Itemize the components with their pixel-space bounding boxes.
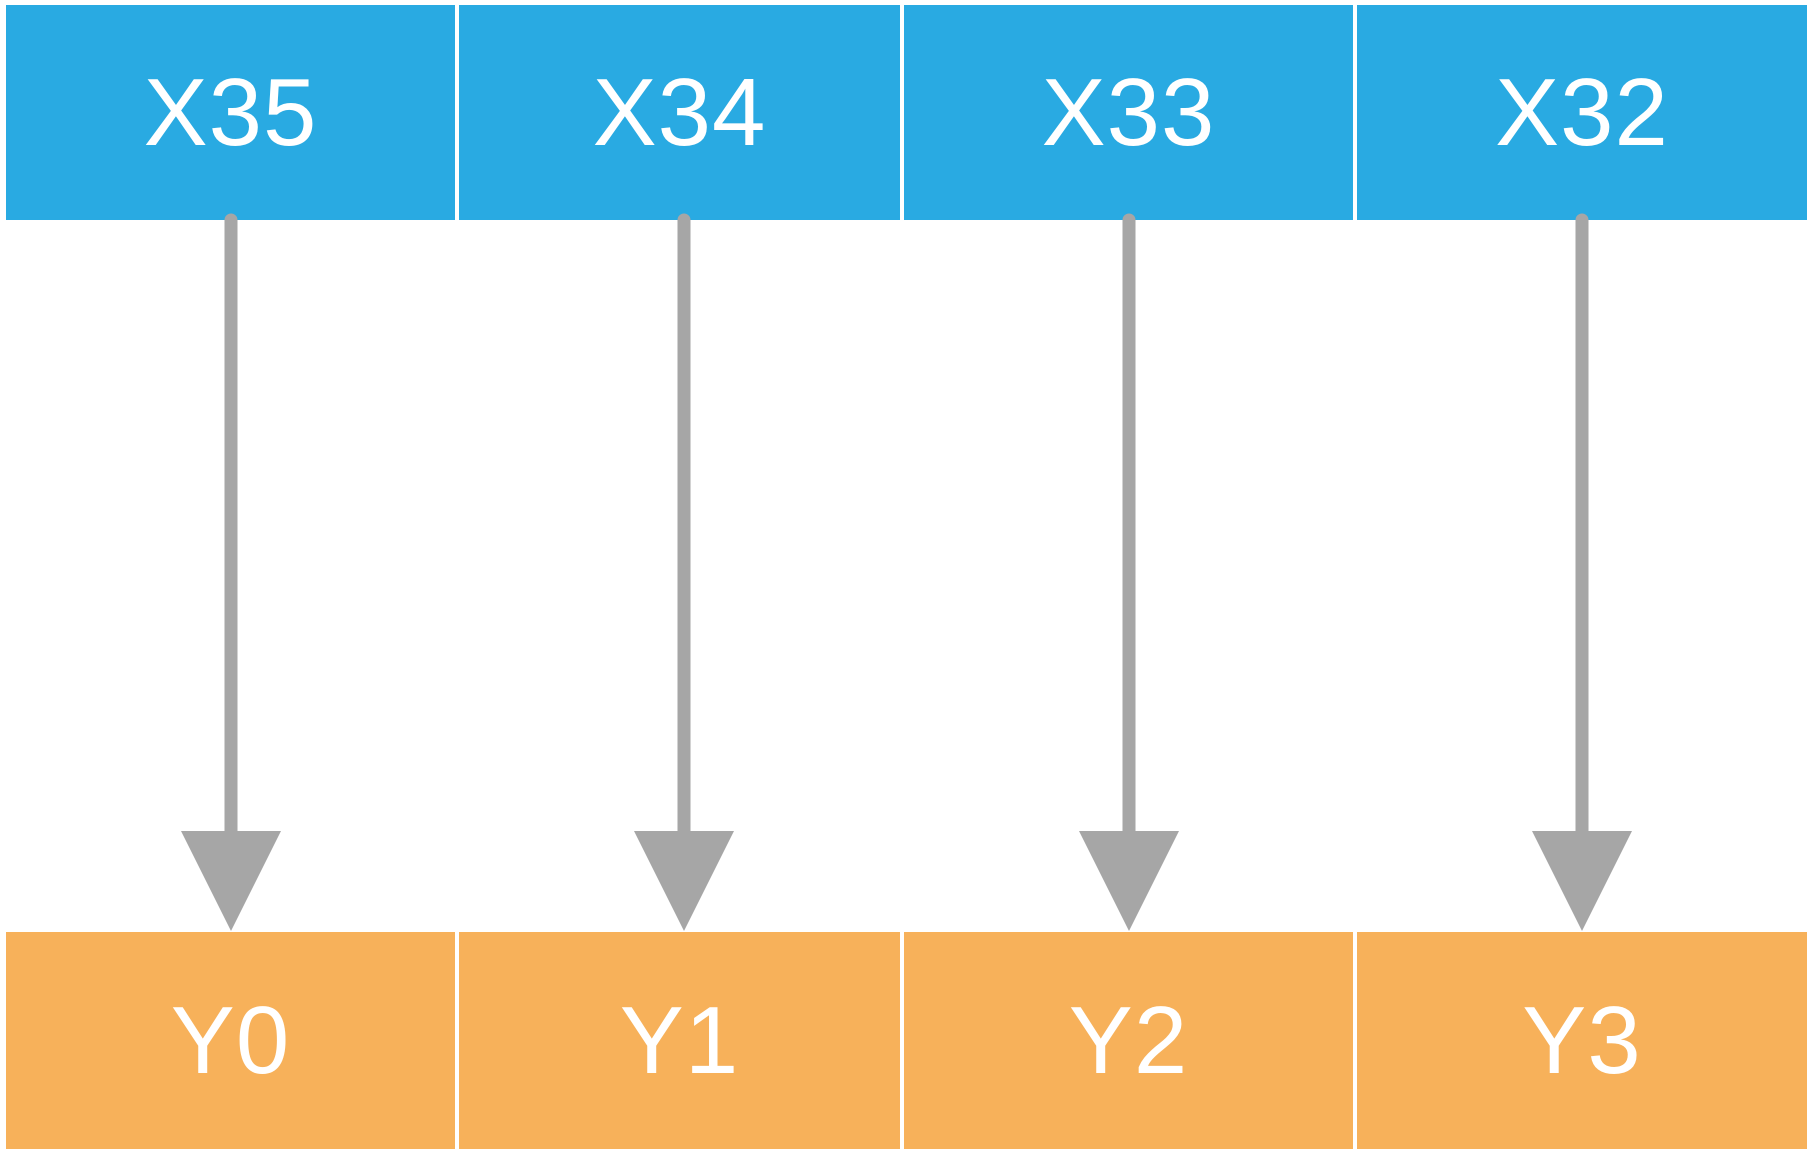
input-cell-x34: X34 <box>459 5 900 220</box>
input-cell-x33: X33 <box>904 5 1353 220</box>
input-label: X34 <box>592 58 767 166</box>
arrow-head <box>634 831 734 931</box>
arrow-head <box>1532 831 1632 931</box>
arrow-head <box>181 831 281 931</box>
input-cell-x35: X35 <box>6 5 455 220</box>
output-cell-y0: Y0 <box>6 932 455 1149</box>
arrow-x35-to-y0 <box>181 213 281 931</box>
output-cell-y1: Y1 <box>459 932 900 1149</box>
arrow-x33-to-y2 <box>1079 213 1179 931</box>
arrow-head <box>1079 831 1179 931</box>
output-cell-y2: Y2 <box>904 932 1353 1149</box>
input-label: X35 <box>143 58 318 166</box>
input-cell-x32: X32 <box>1357 5 1807 220</box>
input-label: X33 <box>1041 58 1216 166</box>
output-label: Y0 <box>170 986 291 1094</box>
output-label: Y1 <box>619 986 740 1094</box>
output-row: Y0 Y1 Y2 Y3 <box>0 932 1813 1153</box>
arrow-x34-to-y1 <box>634 213 734 931</box>
arrow-x32-to-y3 <box>1532 213 1632 931</box>
input-label: X32 <box>1495 58 1669 166</box>
output-cell-y3: Y3 <box>1357 932 1807 1149</box>
output-label: Y2 <box>1068 986 1189 1094</box>
output-label: Y3 <box>1522 986 1642 1094</box>
input-row: X35 X34 X33 X32 <box>0 0 1813 221</box>
